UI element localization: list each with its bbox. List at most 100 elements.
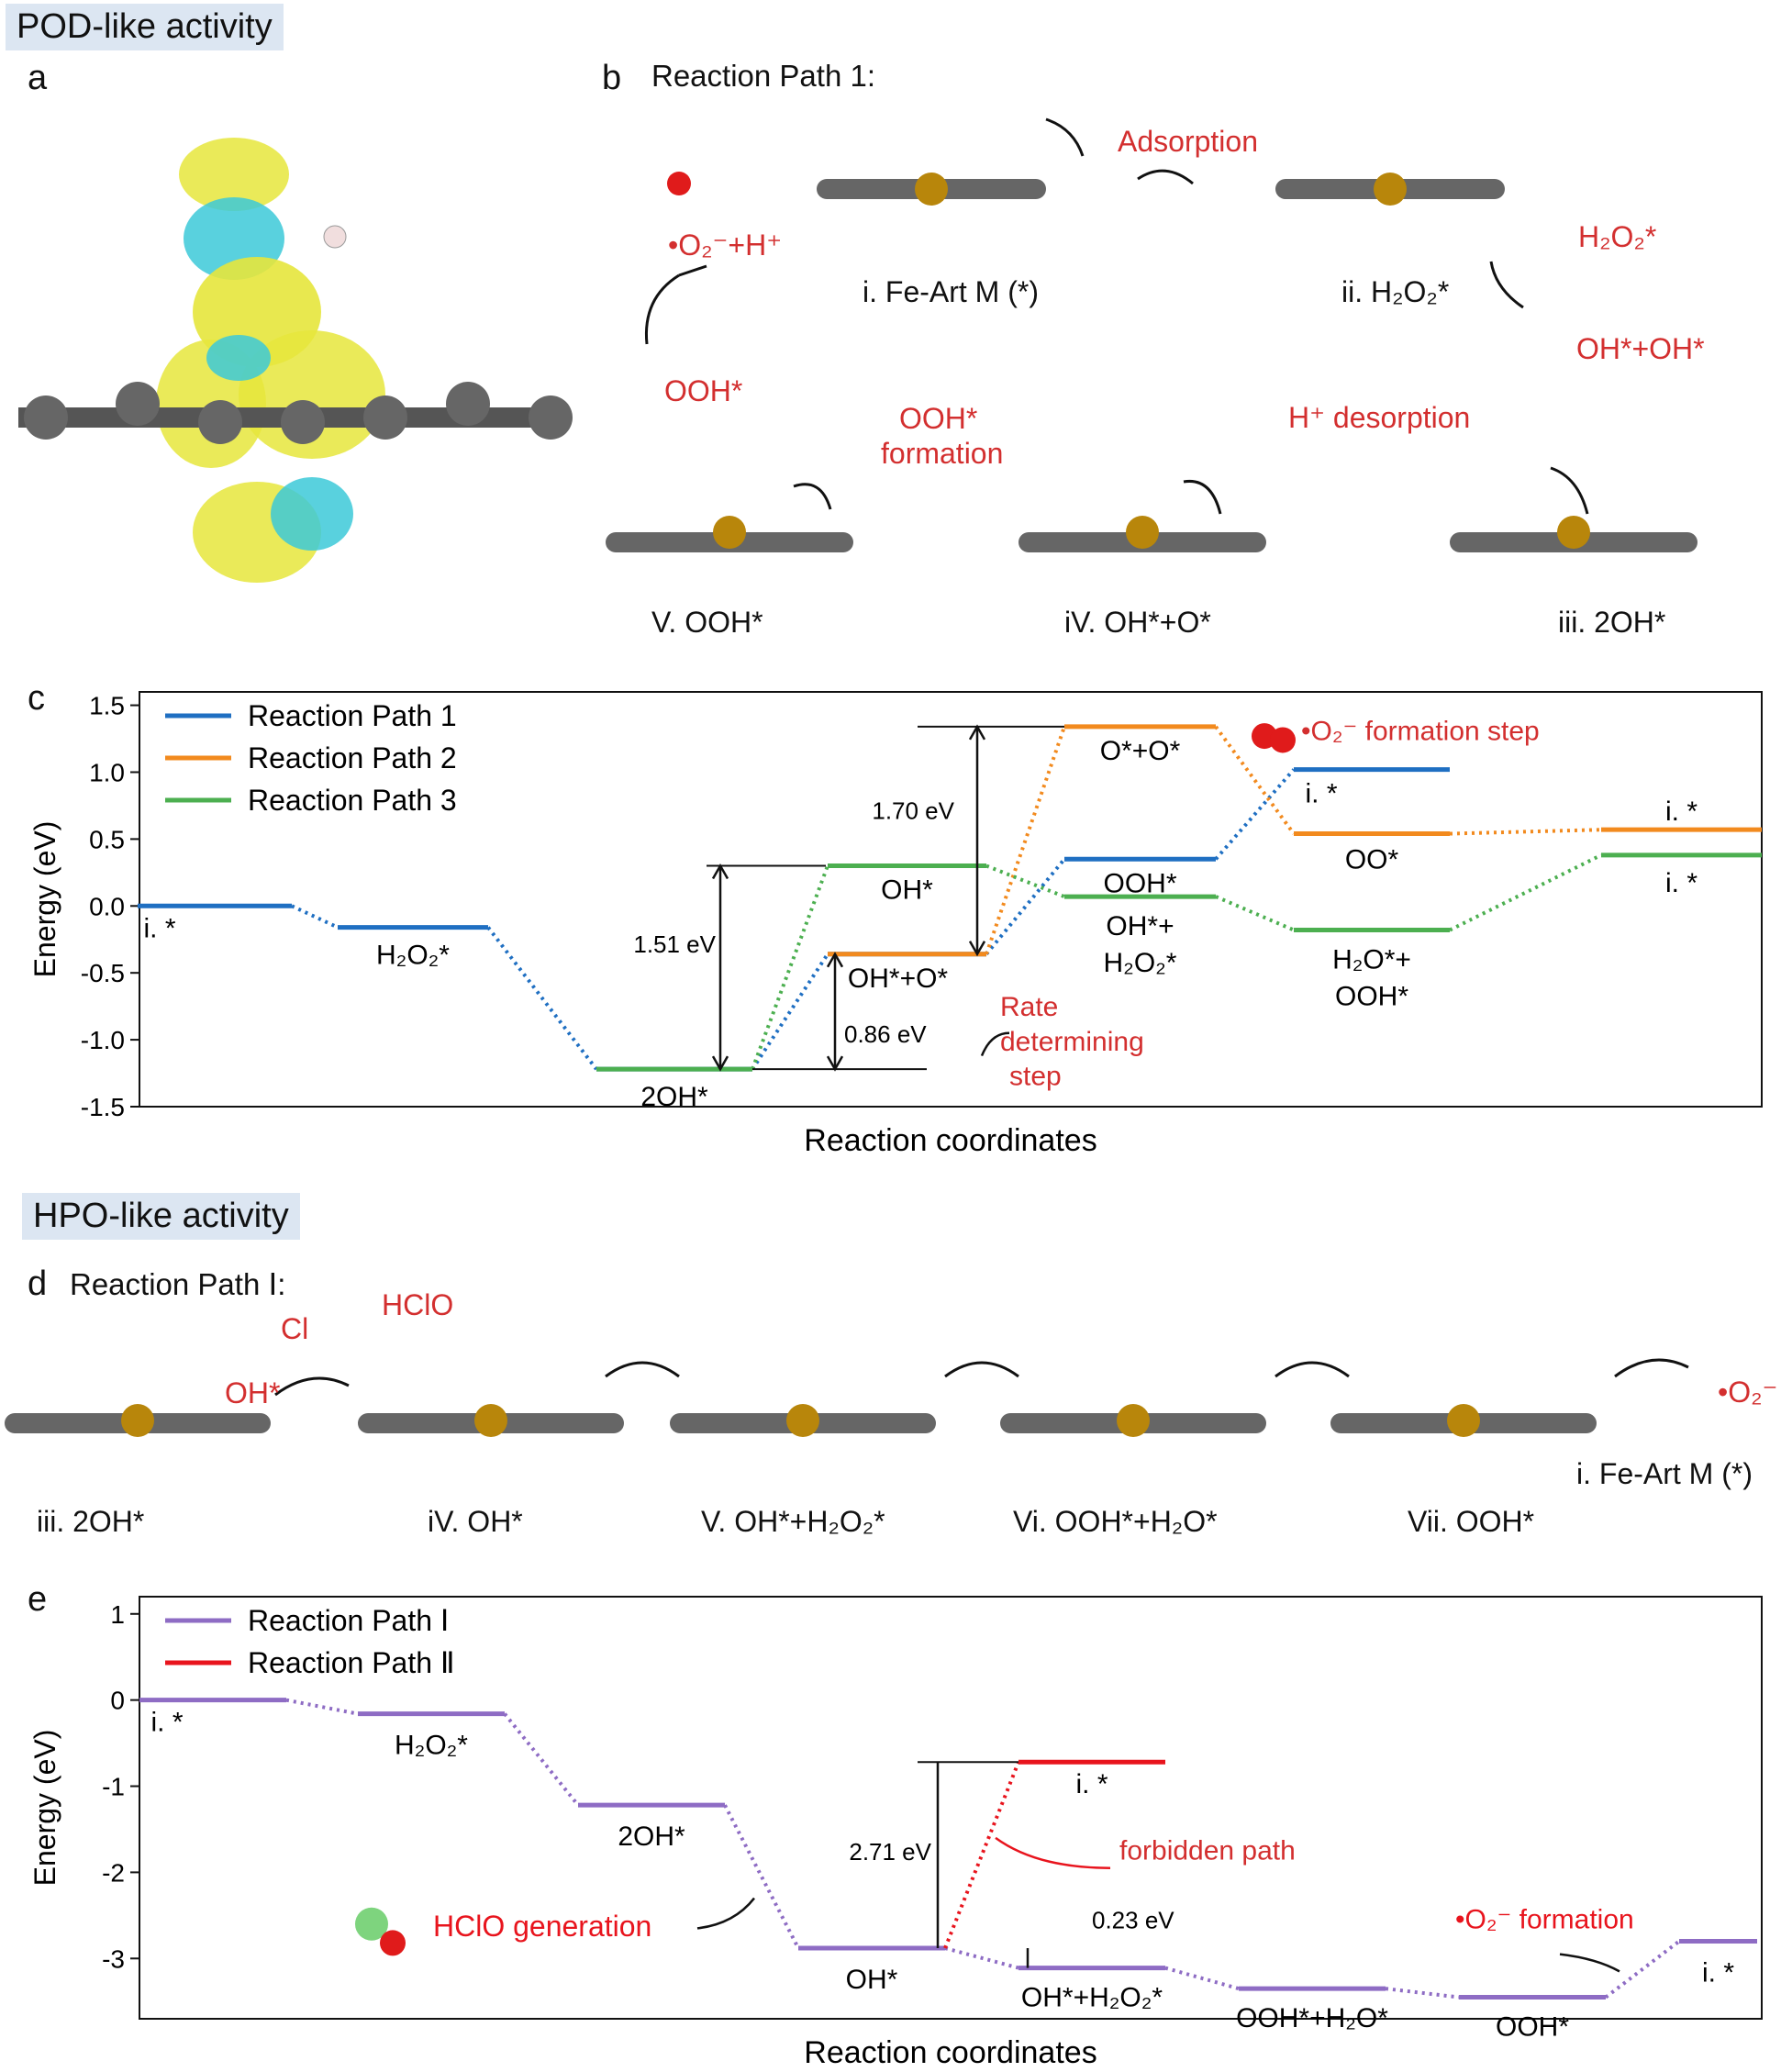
annotation-151: 1.51 eV xyxy=(633,930,716,958)
state-label: i. * xyxy=(1305,779,1337,809)
connector-line xyxy=(1449,828,1602,836)
state-i: i. Fe-Art M (*) xyxy=(863,275,1039,308)
state-label: 2OH* xyxy=(618,1821,685,1852)
rate-arrow xyxy=(980,1031,1010,1057)
charge-density-illustration xyxy=(18,138,573,583)
state-label: H₂O₂* xyxy=(376,941,450,971)
state-label: OOH* xyxy=(1103,868,1176,898)
legend-label: Reaction Path 2 xyxy=(248,741,457,774)
panel-b-molecules xyxy=(606,117,1698,552)
annotation-086: 0.86 eV xyxy=(844,1020,927,1048)
annotation-step: step xyxy=(1009,1062,1062,1092)
hpo-section-banner: HPO-like activity xyxy=(22,1193,300,1240)
y-axis-label: Energy (eV) xyxy=(28,821,61,978)
panel-e-letter: e xyxy=(28,1580,48,1619)
panel-d-title: Reaction Path Ⅰ: xyxy=(70,1267,286,1301)
state-label: OH*+H₂O₂* xyxy=(1021,1983,1163,2013)
hclo-molecule-icon xyxy=(380,1930,406,1956)
y-tick-label: 0.0 xyxy=(89,892,125,920)
step-h-desorption: H⁺ desorption xyxy=(1288,401,1471,434)
hclo-molecule-icon xyxy=(355,1907,388,1941)
annotation-superoxide: •O₂⁻ formation step xyxy=(1301,716,1540,746)
y-tick-label: -1.0 xyxy=(81,1026,125,1054)
x-axis-label: Reaction coordinates xyxy=(804,2035,1096,2070)
panel-d-schematic: Cl HClO OH* •O₂⁻ iii. 2OH* iV. OH* V. OH… xyxy=(0,1288,1781,1560)
connector-line xyxy=(1385,1987,1460,2000)
connector-line xyxy=(944,1946,1019,1970)
y-tick-label: 1 xyxy=(110,1600,125,1629)
hclo-arrow xyxy=(696,1897,755,1930)
connector-line xyxy=(985,857,1066,956)
panel-d-molecules xyxy=(5,1358,1689,1437)
state-label: i. * xyxy=(143,913,175,943)
state-label: i. * xyxy=(1665,868,1698,898)
species-oh: OH* xyxy=(225,1376,281,1409)
state-iii: iii. 2OH* xyxy=(1558,606,1666,639)
arrowhead xyxy=(826,1055,844,1072)
state-label: O*+O* xyxy=(1100,736,1181,766)
arrowhead xyxy=(968,724,986,741)
state-label: OOH* xyxy=(1496,2012,1569,2043)
annotation-superoxide-formation: •O₂⁻ formation xyxy=(1455,1904,1634,1934)
state-label: 2OH* xyxy=(640,1082,708,1112)
annotation-determining: determining xyxy=(1000,1027,1144,1057)
connector-line xyxy=(486,926,598,1071)
connector-line xyxy=(943,1761,1020,1949)
state-d-vi: Vi. OOH*+H₂O* xyxy=(1013,1505,1218,1538)
state-label: i. * xyxy=(1665,796,1698,827)
connector-line xyxy=(751,864,829,1070)
annotation-170: 1.70 eV xyxy=(872,796,954,824)
annotation-023: 0.23 eV xyxy=(1092,1906,1174,1933)
connector-line xyxy=(985,863,1065,898)
plot-frame xyxy=(139,1596,1763,2020)
step-oh-oh-label: OH*+OH* xyxy=(1576,332,1705,365)
panel-c-letter: c xyxy=(28,679,45,718)
y-tick-label: -0.5 xyxy=(81,959,125,987)
panel-d-letter: d xyxy=(28,1264,48,1303)
step-h2o2-label: H₂O₂* xyxy=(1578,220,1657,253)
state-d-v: V. OH*+H₂O₂* xyxy=(701,1505,885,1538)
legend-label: Reaction Path Ⅰ xyxy=(248,1604,449,1637)
y-tick-label: -1 xyxy=(102,1773,125,1801)
state-d-iv: iV. OH* xyxy=(428,1505,523,1538)
annotation-271: 2.71 eV xyxy=(849,1838,931,1866)
step-ooh-formation-1: OOH* xyxy=(899,402,978,435)
state-iv: iV. OH*+O* xyxy=(1064,606,1211,639)
y-tick-label: -2 xyxy=(102,1858,125,1887)
state-label: OOH*+H₂O* xyxy=(1236,2003,1388,2033)
state-label: i. * xyxy=(1702,1958,1734,1988)
y-axis-label: Energy (eV) xyxy=(28,1730,61,1887)
annotation-forbidden: forbidden path xyxy=(1119,1835,1296,1866)
connector-line xyxy=(285,1698,359,1716)
state-label: H₂O₂* xyxy=(395,1731,468,1761)
panel-a-letter: a xyxy=(28,59,48,97)
annotation-rate: Rate xyxy=(1000,992,1058,1022)
state-d-vii: Vii. OOH* xyxy=(1408,1505,1535,1538)
step-ooh-formation-2: formation xyxy=(881,437,1004,470)
annotation-hclo: HClO generation xyxy=(433,1910,651,1943)
y-tick-label: 1.5 xyxy=(89,692,125,720)
panel-b-title: Reaction Path 1: xyxy=(651,59,875,93)
panel-b-letter: b xyxy=(602,59,622,97)
connector-line xyxy=(1164,1966,1240,1991)
state-label: OH*+H₂O₂* xyxy=(1104,911,1177,978)
state-d-iii: iii. 2OH* xyxy=(37,1505,145,1538)
state-label: OH* xyxy=(881,875,933,906)
y-tick-label: 1.0 xyxy=(89,758,125,786)
state-v: V. OOH* xyxy=(651,606,763,639)
connector-line xyxy=(1215,895,1295,932)
connector-line xyxy=(985,726,1066,955)
state-ii: ii. H₂O₂* xyxy=(1341,275,1450,308)
species-hclo: HClO xyxy=(382,1288,454,1321)
connector-line xyxy=(751,952,829,1071)
state-label: i. * xyxy=(1075,1769,1108,1799)
forbidden-arrow xyxy=(995,1836,1111,1869)
x-axis-label: Reaction coordinates xyxy=(804,1123,1096,1158)
connector-line xyxy=(1214,768,1296,861)
connector-line xyxy=(723,1804,800,1949)
state-label: H₂O*+OOH* xyxy=(1332,945,1411,1012)
y-tick-label: 0.5 xyxy=(89,825,125,853)
species-superoxide: •O₂⁻ xyxy=(1718,1376,1778,1409)
